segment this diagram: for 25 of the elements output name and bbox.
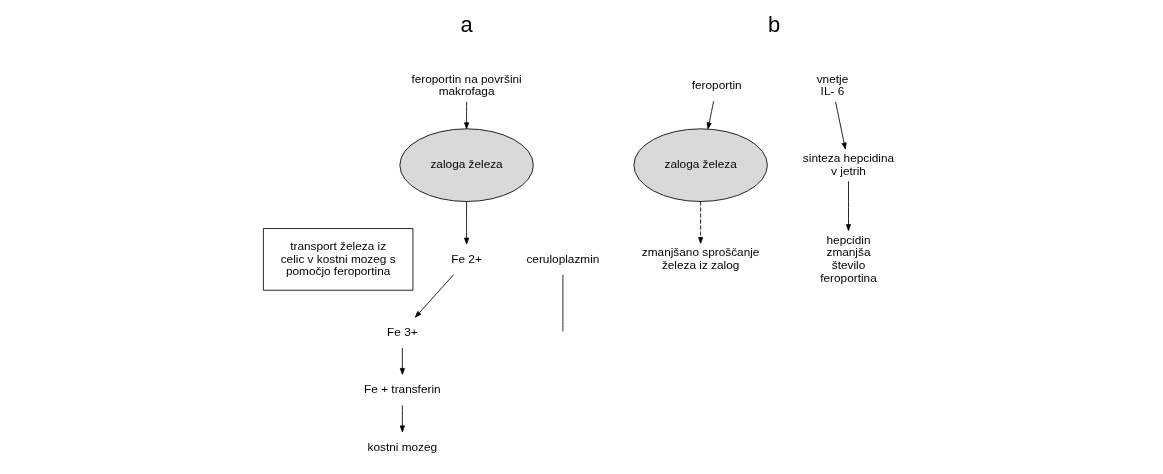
label: a <box>460 12 473 38</box>
node-text: ceruloplazmin <box>526 251 600 266</box>
arrow <box>464 101 470 130</box>
node-text: feroportin <box>691 77 742 92</box>
arrow <box>414 274 454 318</box>
arrow <box>698 201 704 244</box>
arrow <box>464 201 470 245</box>
node-text: feroportin na površini makrofaga <box>411 71 522 99</box>
arrow <box>706 100 715 130</box>
label: b <box>768 12 781 38</box>
node-text: zmanjšano sproščanje železa iz zalog <box>641 245 760 272</box>
node-ellipse: zaloga železa <box>399 128 534 202</box>
arrow <box>399 405 405 433</box>
node-text: Fe 3+ <box>387 324 418 339</box>
node-text: Fe 2+ <box>451 251 482 266</box>
node-text: Fe + transferin <box>364 382 441 397</box>
node-text: sinteza hepcidina v jetrih <box>802 150 895 178</box>
node-text: hepcidin zmanjša število feroportina <box>820 232 877 285</box>
arrow <box>846 180 851 231</box>
node-text: vnetje IL- 6 <box>816 71 849 99</box>
node-text: kostni mozeg <box>367 439 438 454</box>
node-ellipse: zaloga železa <box>633 128 768 202</box>
arrow <box>835 101 847 150</box>
arrow <box>399 347 405 375</box>
node-box: transport železa iz celic v kostni mozeg s pomočjo feroportina <box>262 228 414 291</box>
